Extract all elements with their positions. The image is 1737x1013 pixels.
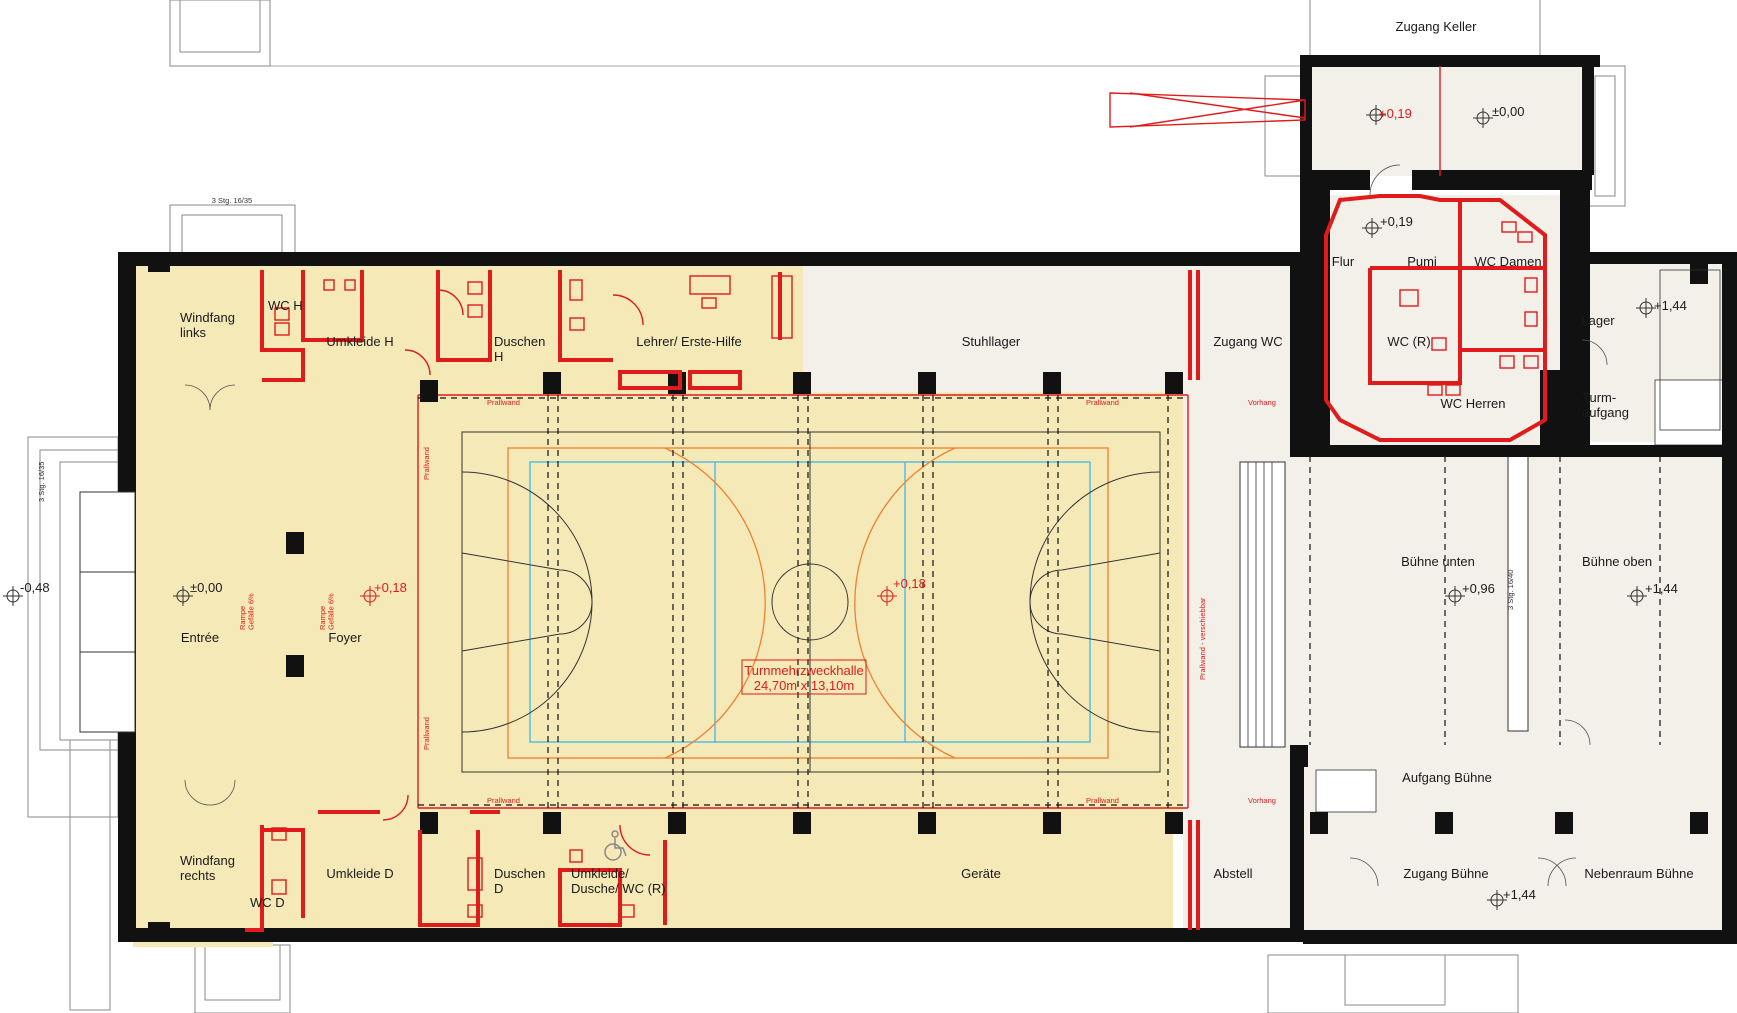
note-prallwand-6: Prallwand [422, 717, 431, 750]
note-prallwand-verschiebbar: Prallwand - verschiebbar [1198, 597, 1207, 680]
hall-dashed-lines [418, 395, 1661, 808]
label-nebenraum-buehne: Nebenraum Bühne [1584, 866, 1693, 881]
label-buehne-oben: Bühne oben [1582, 554, 1652, 569]
note-prallwand-4: Prallwand [1086, 796, 1119, 805]
label-lehrer: Lehrer/ Erste-Hilfe [636, 334, 741, 349]
level-keller-left: +0,19 [1379, 106, 1412, 121]
level-labels: +0,19 ±0,00 +0,19 +1,44 -0,48 ±0,00 +0,1… [20, 104, 1687, 902]
label-wc-h: WC H [268, 298, 303, 313]
outer-walls [118, 55, 1737, 944]
label-pumi: Pumi [1407, 254, 1437, 269]
label-umkleide-d: Umkleide D [326, 866, 393, 881]
note-prallwand-2: Prallwand [1086, 398, 1119, 407]
note-stair-left: 3 Stg. 16/35 [37, 462, 46, 502]
label-zugang-buehne: Zugang Bühne [1403, 866, 1488, 881]
level-lager: +1,44 [1654, 298, 1687, 313]
level-flur: +0,19 [1380, 214, 1413, 229]
level-entree: ±0,00 [190, 580, 222, 595]
hall-title-box [741, 659, 867, 695]
note-prallwand-3: Prallwand [487, 796, 520, 805]
level-zugang-buehne: +1,44 [1503, 887, 1536, 902]
label-umkleide-h: Umkleide H [326, 334, 393, 349]
label-geraete: Geräte [961, 866, 1001, 881]
label-foyer: Foyer [328, 630, 362, 645]
label-zugang-wc: Zugang WC [1213, 334, 1282, 349]
label-lager: Lager [1581, 313, 1615, 328]
access-ramp [1109, 66, 1441, 176]
note-stair-top: 3 Stg. 16/35 [212, 196, 252, 205]
label-wc-herren: WC Herren [1440, 396, 1505, 411]
annotations: 3 Stg. 16/35 3 Stg. 16/35 3 Stg. 16/40 R… [37, 196, 1515, 805]
level-keller-right: ±0,00 [1492, 104, 1524, 119]
note-stair-stage: 3 Stg. 16/40 [1506, 570, 1515, 610]
label-wc-d: WC D [250, 895, 285, 910]
sanitary-fixtures [271, 221, 1539, 918]
level-foyer: +0,18 [374, 580, 407, 595]
level-buehne-unten: +0,96 [1462, 581, 1495, 596]
label-abstell: Abstell [1213, 866, 1252, 881]
note-vorhang-1: Vorhang [1248, 398, 1276, 407]
level-markers [3, 105, 1656, 910]
porch-recesses [79, 269, 1721, 733]
doors [184, 164, 1608, 887]
label-entree: Entrée [181, 630, 219, 645]
label-zugang-keller: Zugang Keller [1396, 19, 1478, 34]
note-rampe-2: RampeGefälle 6% [318, 593, 336, 630]
label-wc-damen: WC Damen [1474, 254, 1541, 269]
label-flur: Flur [1332, 254, 1355, 269]
level-outside: -0,48 [20, 580, 50, 595]
new-walls [245, 194, 1547, 932]
label-umkleide-r: Umkleide/Dusche/ WC (R) [571, 866, 666, 896]
note-rampe-1: RampeGefälle 6% [238, 593, 256, 630]
wheelchair-icon [604, 830, 627, 861]
level-buehne-oben: +1,44 [1645, 581, 1678, 596]
label-buehne-unten: Bühne unten [1401, 554, 1475, 569]
label-turmaufgang: Turm-aufgang [1582, 390, 1629, 420]
stage-steps [1239, 379, 1726, 813]
label-stuhllager: Stuhllager [962, 334, 1021, 349]
note-vorhang-2: Vorhang [1248, 796, 1276, 805]
label-wc-r: WC (R) [1387, 334, 1430, 349]
note-prallwand-1: Prallwand [487, 398, 520, 407]
note-prallwand-5: Prallwand [422, 447, 431, 480]
level-halle: +0,18 [893, 576, 926, 591]
label-aufgang-buehne: Aufgang Bühne [1402, 770, 1492, 785]
